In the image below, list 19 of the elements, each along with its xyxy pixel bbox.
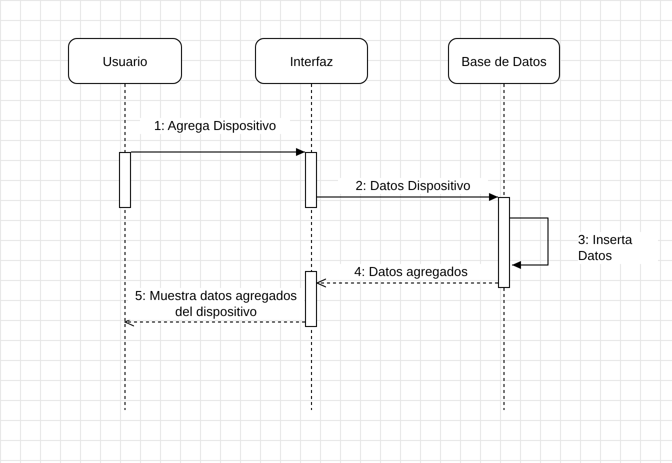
- participant-name: Interfaz: [290, 54, 334, 68]
- message-arrow: [130, 148, 306, 156]
- participant-box: [448, 38, 560, 84]
- return-arrow: [124, 318, 306, 326]
- message-arrow: [510, 218, 548, 269]
- return-arrow: [316, 278, 498, 288]
- participant-box: [68, 38, 182, 84]
- participant-box: [255, 38, 368, 84]
- participant-name: Base de Datos: [461, 54, 547, 68]
- edge-label: 5: Muestra datos agregados del dispositivo: [128, 288, 304, 320]
- activation-bar: [119, 152, 131, 208]
- activation-bar: [498, 197, 510, 288]
- message-arrow: [316, 193, 498, 201]
- edge-label: 3: Inserta Datos: [578, 232, 658, 264]
- edge-label: 2: Datos Dispositivo: [338, 178, 488, 194]
- edge-label: 1: Agrega Dispositivo: [140, 118, 290, 134]
- activation-bar: [305, 271, 317, 327]
- participant-name: Usuario: [102, 54, 148, 68]
- activation-bar: [305, 152, 317, 208]
